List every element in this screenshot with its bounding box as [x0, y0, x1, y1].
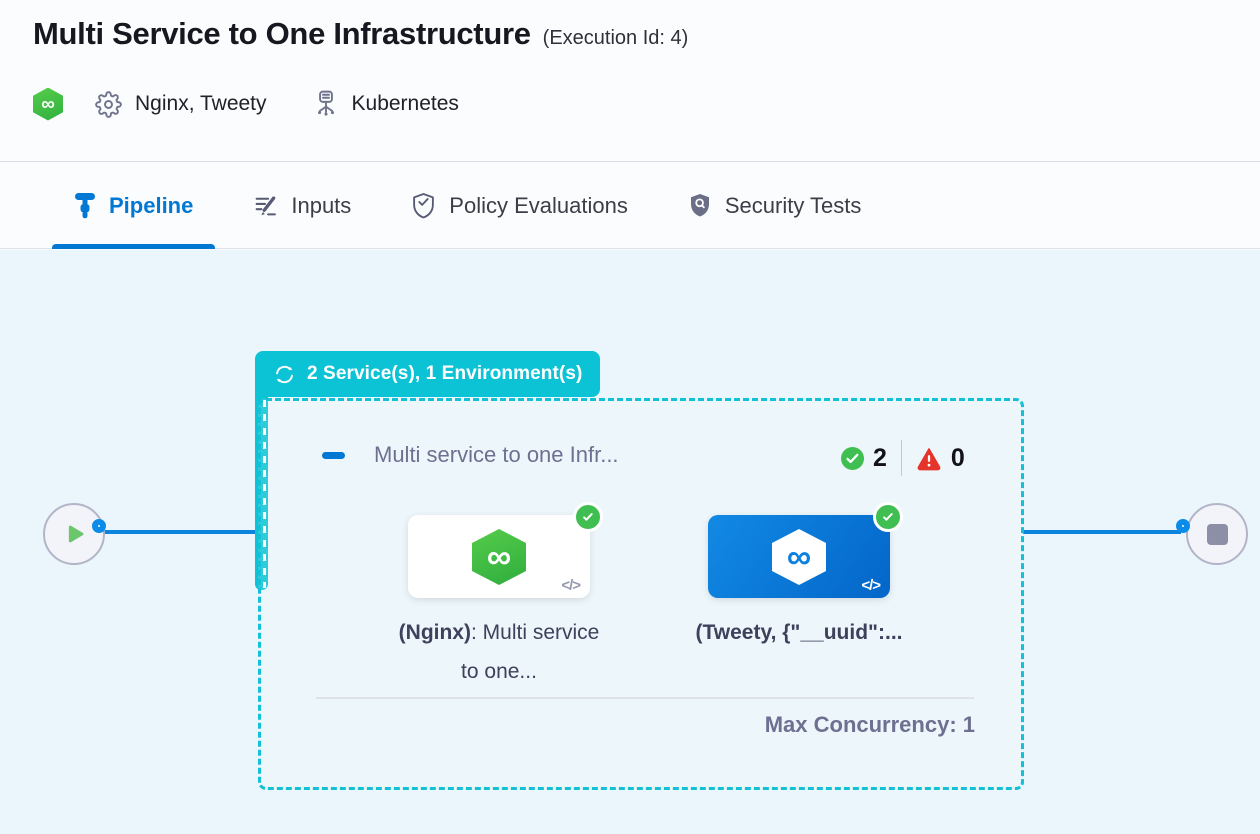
- play-icon: [61, 521, 87, 547]
- service-name: (Tweety, {"__uuid":...: [695, 621, 903, 644]
- tab-pipeline-label: Pipeline: [109, 192, 194, 218]
- execution-meta-row: ∞ Nginx, Tweety: [33, 86, 459, 122]
- error-warning-icon: [916, 446, 942, 471]
- tab-policy-evaluations-label: Policy Evaluations: [449, 192, 628, 218]
- harness-service-icon: ∞: [772, 529, 826, 585]
- tab-security-tests-label: Security Tests: [724, 192, 862, 218]
- end-port: [1176, 519, 1190, 533]
- pipeline-canvas: 2 Service(s), 1 Environment(s) Multi ser…: [0, 250, 1260, 834]
- page-header: Multi Service to One Infrastructure (Exe…: [0, 0, 1260, 162]
- stage-status-counts: 2 0: [841, 440, 965, 476]
- success-check-icon: [841, 446, 864, 470]
- tab-policy-evaluations[interactable]: Policy Evaluations: [389, 163, 650, 248]
- collapse-stage-button[interactable]: [322, 452, 345, 459]
- tab-security-tests[interactable]: Security Tests: [666, 163, 884, 248]
- stop-icon: [1206, 523, 1228, 545]
- pipeline-end-node[interactable]: [1186, 503, 1248, 565]
- shield-check-icon: [411, 192, 436, 220]
- service-node-label-nginx: (Nginx): Multi service to one...: [394, 613, 604, 691]
- service-name: (Nginx): [398, 621, 471, 644]
- stage-badge[interactable]: 2 Service(s), 1 Environment(s): [255, 351, 601, 397]
- link-start-to-stage: [104, 530, 260, 534]
- error-count: 0: [950, 443, 965, 472]
- pipeline-icon: [74, 192, 96, 219]
- stage-title[interactable]: Multi service to one Infr...: [374, 442, 619, 467]
- harness-logo-icon: ∞: [33, 87, 63, 121]
- infrastructure-icon: [313, 90, 339, 118]
- stage-accent-bar-dashes: [263, 400, 266, 588]
- service-node-tweety[interactable]: ∞ </>: [708, 502, 903, 598]
- success-check-icon: [873, 502, 903, 532]
- services-gear-icon: [95, 90, 122, 118]
- counts-divider: [900, 440, 902, 476]
- service-node-label-tweety: (Tweety, {"__uuid":...: [694, 613, 904, 652]
- service-node-nginx[interactable]: ∞ </>: [408, 502, 603, 598]
- page-title: Multi Service to One Infrastructure: [33, 16, 531, 51]
- services-label: Nginx, Tweety: [135, 92, 267, 115]
- shield-scan-icon: [688, 192, 712, 219]
- link-stage-to-end: [1023, 530, 1181, 534]
- code-icon: </>: [561, 577, 581, 594]
- tab-bar: Pipeline Inputs Policy Evaluations: [0, 163, 1260, 249]
- inputs-icon: [253, 193, 278, 218]
- harness-service-icon: ∞: [472, 529, 526, 585]
- stage-footer-divider: [316, 697, 974, 699]
- sync-icon: [273, 363, 296, 386]
- execution-id: (Execution Id: 4): [542, 27, 689, 49]
- tab-inputs[interactable]: Inputs: [231, 163, 373, 248]
- max-concurrency-label: Max Concurrency: 1: [764, 712, 975, 737]
- title-row: Multi Service to One Infrastructure (Exe…: [33, 16, 688, 52]
- success-check-icon: [573, 502, 603, 532]
- success-count: 2: [873, 443, 887, 472]
- tab-inputs-label: Inputs: [291, 192, 352, 218]
- environment-label: Kubernetes: [351, 92, 459, 115]
- code-icon: </>: [861, 577, 881, 594]
- pipeline-start-node[interactable]: [43, 503, 105, 565]
- stage-badge-label: 2 Service(s), 1 Environment(s): [307, 363, 583, 384]
- start-port: [92, 519, 106, 533]
- service-name-suffix: : Multi service to one...: [461, 621, 600, 683]
- stage-group-box: [258, 398, 1024, 790]
- tab-pipeline[interactable]: Pipeline: [52, 163, 216, 249]
